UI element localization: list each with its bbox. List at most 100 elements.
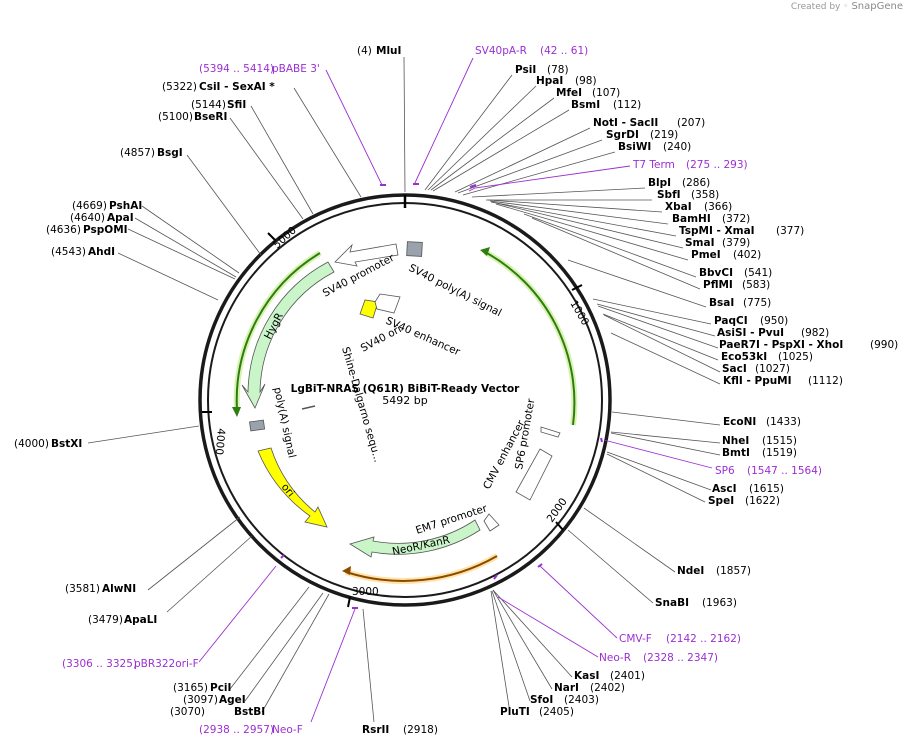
- site-pos-bamhi: (372): [722, 213, 750, 225]
- site-pos-bstxi: (4000): [14, 438, 49, 450]
- site-name-nari: NarI: [554, 682, 579, 694]
- primer-name-t7term: T7 Term: [632, 159, 675, 171]
- primer-name-neor: Neo-R: [599, 652, 631, 664]
- site-name-ahdi: AhdI: [88, 246, 115, 258]
- primer-range-neof: (2938 .. 2957): [199, 724, 274, 736]
- cmv-enhancer-feature: [515, 448, 553, 501]
- site-pos-pshai: (4669): [72, 200, 107, 212]
- site-name-sbfi: SbfI: [657, 189, 681, 201]
- site-name-pluti: PluTI: [500, 706, 530, 718]
- site-pos-bbvci: (541): [744, 267, 772, 279]
- site-pos-sfoi: (2403): [564, 694, 599, 706]
- site-name-bbvci: BbvCI: [699, 267, 733, 279]
- site-name-kasi: KasI: [574, 670, 599, 682]
- site-pos-nari: (2402): [590, 682, 625, 694]
- site-pos-snabi: (1963): [702, 597, 737, 609]
- site-pos-sgrdi: (219): [650, 129, 678, 141]
- sv40-ori-label: SV40 ori: [359, 323, 404, 354]
- primer-marks: [280, 183, 603, 609]
- site-pos-paer7i: (990): [870, 339, 898, 351]
- tick-label-3000: 3000: [352, 586, 379, 598]
- credit-prefix: Created by: [790, 2, 841, 12]
- site-name-pmei: PmeI: [691, 249, 721, 261]
- site-pos-mlui: (4): [357, 45, 372, 57]
- site-pos-bstbi: (3070): [170, 706, 205, 718]
- neor-kanr-feature: [349, 519, 481, 558]
- site-name-paer7i: PaeR7I - PspXI - XhoI: [719, 339, 843, 351]
- site-pos-sfii: (5144): [191, 99, 226, 111]
- tick-label-1000: 1000: [567, 299, 591, 328]
- snapgene-credit: Created by ◦ SnapGene: [791, 1, 903, 12]
- site-pos-paqci: (950): [760, 315, 788, 327]
- site-pos-psii: (78): [547, 64, 569, 76]
- site-pos-spei: (1622): [745, 495, 780, 507]
- site-pos-mfei: (107): [592, 87, 620, 99]
- site-pos-eco53ki: (1025): [778, 351, 813, 363]
- site-name-bsgi: BsgI: [157, 147, 183, 159]
- site-pos-tspmi-xmai: (377): [776, 225, 804, 237]
- site-name-sgrdi: SgrDI: [606, 129, 639, 141]
- site-name-eco53ki: Eco53kI: [721, 351, 767, 363]
- site-name-mfei: MfeI: [556, 87, 582, 99]
- site-name-tspmi-xmai: TspMI - XmaI: [679, 225, 755, 237]
- site-name-csii: CsiI - SexAI *: [199, 81, 275, 93]
- em7-promoter-feature: [483, 513, 500, 532]
- primer-range-t7term: (275 .. 293): [686, 159, 748, 171]
- site-pos-noti-sacii: (207): [677, 117, 705, 129]
- site-pos-xbai: (366): [704, 201, 732, 213]
- position-ticks: [202, 232, 583, 608]
- sv40-promoter-feature: [334, 243, 399, 267]
- site-pos-asisi-pvui: (982): [801, 327, 829, 339]
- site-pos-apali: (3479): [88, 614, 123, 626]
- site-name-bsmi: BsmI: [571, 99, 600, 111]
- site-pos-bmti: (1519): [762, 447, 797, 459]
- site-pos-pflmi: (583): [742, 279, 770, 291]
- site-name-smai: SmaI: [685, 237, 715, 249]
- site-name-asci: AscI: [712, 483, 737, 495]
- orange-arc: [345, 555, 498, 582]
- site-name-bsiwi: BsiWI: [618, 141, 651, 153]
- site-pos-apai: (4640): [70, 212, 105, 224]
- site-pos-ahdi: (4543): [51, 246, 86, 258]
- site-leader-lines: [87, 56, 721, 723]
- sp6-promoter-feature: [540, 426, 561, 438]
- site-name-bmti: BmtI: [722, 447, 750, 459]
- orange-arrowhead-icon: [342, 566, 351, 575]
- site-pos-pmei: (402): [733, 249, 761, 261]
- primer-range-cmvf: (2142 .. 2162): [666, 633, 741, 645]
- site-pos-kasi: (2401): [610, 670, 645, 682]
- site-pos-alwni: (3581): [65, 583, 100, 595]
- primer-range-sv40pa-r: (42 .. 61): [540, 45, 588, 57]
- primer-name-pbr322: pBR322ori-F: [134, 658, 199, 670]
- site-pos-agei: (3097): [183, 694, 218, 706]
- site-name-xbai: XbaI: [665, 201, 692, 213]
- plasmid-name: LgBiT-NRAS (Q61R) BiBiT-Ready Vector: [291, 383, 520, 395]
- polya-label: poly(A) signal: [271, 386, 298, 459]
- site-name-pcii: PciI: [210, 682, 231, 694]
- site-name-bstxi: BstXI: [51, 438, 82, 450]
- site-name-ndei: NdeI: [677, 565, 704, 577]
- site-pos-pcii: (3165): [173, 682, 208, 694]
- site-name-spei: SpeI: [708, 495, 734, 507]
- snapgene-logo-icon: ◦: [843, 2, 849, 12]
- site-name-pspomi: PspOMI: [83, 224, 128, 236]
- site-pos-bseri: (5100): [158, 111, 193, 123]
- tick-label-2000: 2000: [545, 496, 570, 525]
- tick-label-4000: 4000: [213, 428, 227, 456]
- site-name-bsai: BsaI: [709, 297, 734, 309]
- site-pos-econi: (1433): [766, 416, 801, 428]
- neor-kanr-label: NeoR/KanR: [391, 534, 451, 558]
- site-pos-bsgi: (4857): [120, 147, 155, 159]
- sv40-polya-label: SV40 poly(A) signal: [407, 262, 504, 319]
- sv40-polya-feature: [406, 241, 423, 257]
- site-name-blpi: BlpI: [648, 177, 671, 189]
- site-pos-bsiwi: (240): [663, 141, 691, 153]
- ori-feature: [257, 447, 328, 528]
- site-name-mlui: MluI: [376, 45, 401, 57]
- site-pos-hpai: (98): [575, 75, 597, 87]
- primer-name-neof: Neo-F: [272, 724, 303, 736]
- hygr-outer-arc: [235, 252, 321, 411]
- site-name-alwni: AlwNI: [102, 583, 136, 595]
- primer-name-sp6: SP6: [715, 465, 735, 477]
- site-name-bamhi: BamHI: [672, 213, 711, 225]
